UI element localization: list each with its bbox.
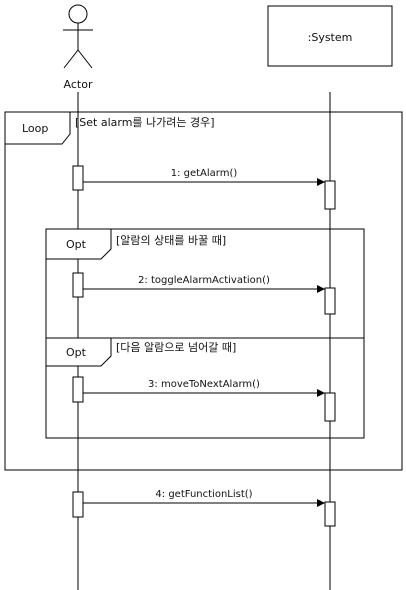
message-label-2: 2: toggleAlarmActivation() [138,275,270,286]
message-label-3: 3: moveToNextAlarm() [148,379,260,390]
loop-operator: Loop [22,122,48,135]
message-3: 3: moveToNextAlarm() [72,376,336,422]
system-activation-2 [324,287,336,315]
loop-frame: Loop [Set alarm를 나가려는 경우] [4,111,403,471]
message-4: 4: getFunctionList() [72,489,336,527]
system-activation-1 [324,180,336,210]
system-label: :System [308,31,353,44]
actor-activation-4 [72,491,84,518]
opt2-guard: [다음 알람으로 넘어갈 때] [116,340,236,354]
actor-activation-1 [72,165,84,191]
opt-frame-1: Opt [알람의 상태를 바꿀 때] [45,228,365,339]
loop-guard: [Set alarm를 나가려는 경우] [75,116,215,129]
opt-frame-2: Opt [다음 알람으로 넘어갈 때] [45,337,365,439]
actor-activation-3 [72,376,84,403]
actor-label: Actor [64,78,93,91]
actor-activation-2 [72,272,84,298]
system-activation-3 [324,392,336,422]
message-label-4: 4: getFunctionList() [155,489,252,500]
system-lifeline-head [267,5,393,67]
actor-figure [63,4,93,69]
system-activation-4 [324,501,336,527]
message-label-1: 1: getAlarm() [171,168,238,179]
message-1: 1: getAlarm() [72,165,336,210]
opt1-operator: Opt [66,238,87,251]
message-2: 2: toggleAlarmActivation() [72,272,336,315]
opt2-operator: Opt [66,346,87,359]
opt1-guard: [알람의 상태를 바꿀 때] [116,233,226,247]
